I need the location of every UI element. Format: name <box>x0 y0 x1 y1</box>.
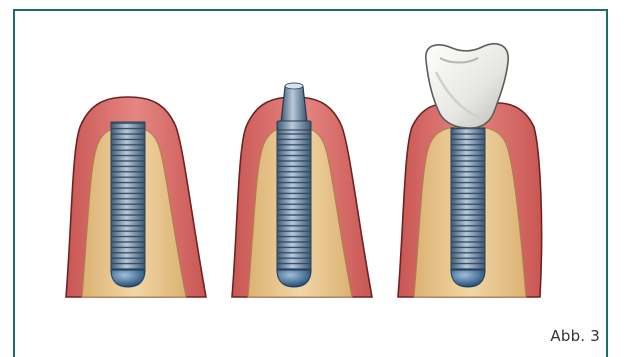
panel-implant-with-crown <box>398 44 542 297</box>
panel-implant-with-abutment <box>232 83 372 297</box>
panel-implant-only <box>66 97 206 297</box>
figure-caption: Abb. 3 <box>550 327 600 345</box>
